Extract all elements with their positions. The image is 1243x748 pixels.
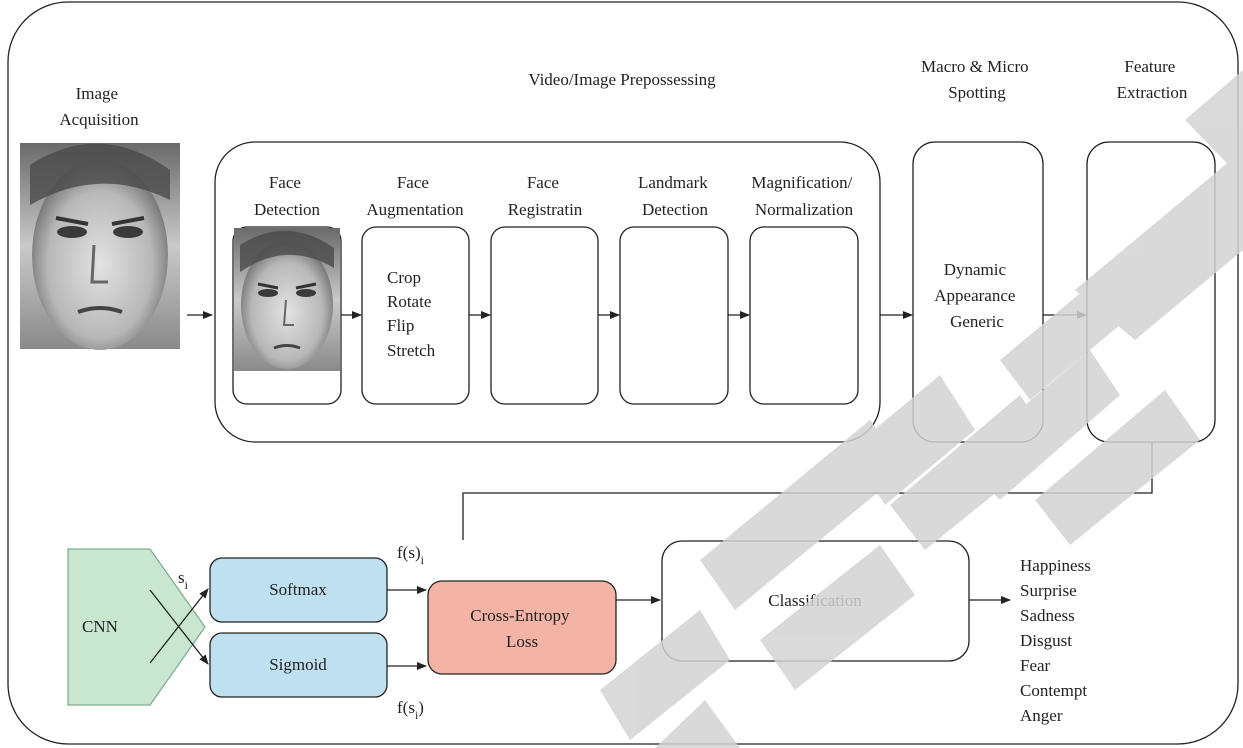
landmark-detection-label: Landmark Detection bbox=[638, 173, 712, 219]
magnification-label: Magnification/ Normalization bbox=[751, 173, 856, 219]
augmentation-list: Crop Rotate Flip Stretch bbox=[387, 268, 436, 360]
face-augmentation-label: Face Augmentation bbox=[366, 173, 464, 219]
cross-entropy-loss-label: Cross-Entropy Loss bbox=[470, 606, 573, 651]
cnn-block bbox=[67, 548, 206, 706]
face-registration-label: Face Registratin bbox=[508, 173, 583, 219]
face-detection-label: Face Detection bbox=[254, 173, 321, 219]
preprocessing-title: Video/Image Prepossessing bbox=[528, 70, 716, 89]
face-registration-box bbox=[490, 226, 599, 405]
spotting-title: Macro & Micro Spotting bbox=[921, 57, 1033, 102]
cross-entropy-loss-box bbox=[427, 580, 617, 675]
magnification-box bbox=[749, 226, 859, 405]
acquired-face-image bbox=[20, 143, 180, 350]
softmax-label: Softmax bbox=[269, 580, 327, 599]
detected-face-image bbox=[234, 228, 340, 371]
landmark-detection-box bbox=[619, 226, 729, 405]
retracted-watermark bbox=[600, 70, 1243, 748]
acquisition-title: Image Acquisition bbox=[59, 84, 139, 129]
sigmoid-label: Sigmoid bbox=[269, 655, 327, 674]
sigmoid-box bbox=[209, 632, 388, 698]
emotion-list: Happiness Surprise Sadness Disgust Fear … bbox=[1020, 556, 1095, 725]
f-sigmoid-label: f(si) bbox=[397, 698, 424, 722]
arrow-cnn-to-sigmoid bbox=[149, 589, 209, 665]
f-softmax-label: f(s)i bbox=[397, 543, 425, 567]
cnn-label: CNN bbox=[82, 617, 118, 636]
si-label: si bbox=[178, 568, 189, 592]
extraction-title: Feature Extraction bbox=[1117, 57, 1188, 102]
spotting-list: Dynamic Appearance Generic bbox=[934, 260, 1019, 331]
